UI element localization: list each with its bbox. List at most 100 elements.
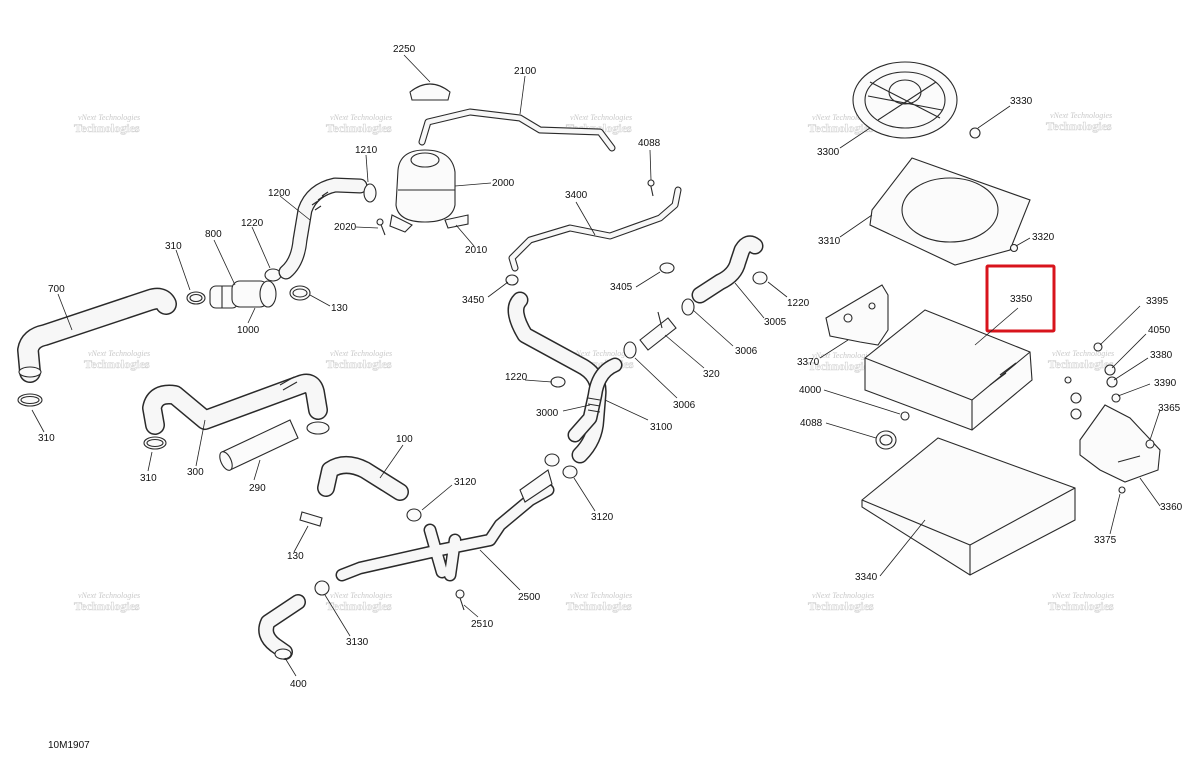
clamp-310-top[interactable] (186, 291, 206, 305)
label-3100[interactable]: 3100 (650, 422, 673, 433)
clamp-1220-center[interactable] (550, 376, 566, 388)
clamp-3006-bottom[interactable] (623, 341, 637, 359)
label-320[interactable]: 320 (703, 369, 720, 380)
label-3350[interactable]: 3350 (1010, 294, 1033, 305)
label-3450[interactable]: 3450 (462, 295, 485, 306)
label-3000[interactable]: 3000 (536, 408, 559, 419)
label-100[interactable]: 100 (396, 434, 413, 445)
watermark-line1: vNext Technologies (812, 591, 874, 600)
label-3360[interactable]: 3360 (1160, 502, 1183, 513)
clip-2010[interactable] (444, 214, 469, 229)
radiator-3350[interactable] (864, 309, 1033, 431)
hardware-3395-4050[interactable] (1064, 342, 1121, 420)
cap-2250[interactable] (409, 83, 451, 101)
label-310-left[interactable]: 310 (38, 433, 55, 444)
label-3375[interactable]: 3375 (1094, 535, 1117, 546)
label-2510[interactable]: 2510 (471, 619, 494, 630)
label-2010[interactable]: 2010 (465, 245, 488, 256)
label-3006-top[interactable]: 3006 (735, 346, 758, 357)
bracket-3370[interactable] (825, 284, 889, 346)
label-4000[interactable]: 4000 (799, 385, 822, 396)
label-400[interactable]: 400 (290, 679, 307, 690)
clamp-3130[interactable] (314, 580, 330, 596)
label-4088-right[interactable]: 4088 (800, 418, 823, 429)
label-700[interactable]: 700 (48, 284, 65, 295)
thermostat-housing-1000[interactable] (209, 280, 277, 309)
hose-3005[interactable] (691, 235, 764, 304)
deflector-3340[interactable] (861, 437, 1076, 576)
bracket-3360[interactable] (1079, 404, 1161, 494)
nut-3330[interactable] (969, 127, 981, 139)
clamp-1210[interactable] (363, 183, 377, 203)
bolt-4000[interactable] (900, 411, 910, 421)
label-1220-right[interactable]: 1220 (787, 298, 810, 309)
label-2000[interactable]: 2000 (492, 178, 515, 189)
bolt-3320[interactable] (1009, 243, 1019, 253)
label-1200-left[interactable]: 1200 (268, 188, 291, 199)
label-3120-left[interactable]: 3120 (454, 477, 477, 488)
label-3006-bottom[interactable]: 3006 (673, 400, 696, 411)
fitting-4088-top[interactable] (647, 179, 655, 197)
grommet-4088[interactable] (875, 430, 897, 450)
clamp-310-right[interactable] (306, 421, 330, 435)
label-3120-right[interactable]: 3120 (591, 512, 614, 523)
clamp-3120-right[interactable] (544, 453, 578, 479)
label-3390[interactable]: 3390 (1154, 378, 1177, 389)
clamp-1220-right[interactable] (752, 271, 768, 285)
label-2100[interactable]: 2100 (514, 66, 537, 77)
label-800[interactable]: 800 (205, 229, 222, 240)
label-3130[interactable]: 3130 (346, 637, 369, 648)
tube-2100[interactable] (418, 108, 616, 152)
clamp-130-bottom[interactable] (299, 511, 323, 527)
label-3400[interactable]: 3400 (565, 190, 588, 201)
clamp-3450[interactable] (505, 274, 519, 286)
label-1000[interactable]: 1000 (237, 325, 260, 336)
label-130-left[interactable]: 130 (331, 303, 348, 314)
label-4088-top[interactable]: 4088 (638, 138, 661, 149)
hose-1200[interactable] (278, 177, 368, 280)
clamp-3405[interactable] (659, 262, 675, 274)
label-1220-center[interactable]: 1220 (505, 372, 528, 383)
hose-300[interactable] (142, 373, 328, 435)
label-300[interactable]: 300 (187, 467, 204, 478)
sleeve-290[interactable] (217, 419, 299, 472)
pipe-2500[interactable] (335, 469, 555, 582)
clamp-3006-top[interactable] (681, 298, 695, 316)
label-3380[interactable]: 3380 (1150, 350, 1173, 361)
label-2500[interactable]: 2500 (518, 592, 541, 603)
label-2020[interactable]: 2020 (334, 222, 357, 233)
label-1220-left[interactable]: 1220 (241, 218, 264, 229)
label-2250[interactable]: 2250 (393, 44, 416, 55)
label-290[interactable]: 290 (249, 483, 266, 494)
label-3320[interactable]: 3320 (1032, 232, 1055, 243)
hose-700[interactable] (17, 287, 177, 383)
label-3005[interactable]: 3005 (764, 317, 787, 328)
label-3340[interactable]: 3340 (855, 572, 878, 583)
label-3370[interactable]: 3370 (797, 357, 820, 368)
screw-2020[interactable] (376, 218, 386, 236)
clamp-310-mid[interactable] (143, 436, 167, 450)
hose-400[interactable] (258, 594, 306, 660)
fitting-320[interactable] (639, 311, 677, 351)
tube-3400[interactable] (508, 186, 682, 272)
clamp-130-left[interactable] (289, 285, 311, 301)
label-3365[interactable]: 3365 (1158, 403, 1181, 414)
label-3330[interactable]: 3330 (1010, 96, 1033, 107)
label-1210[interactable]: 1210 (355, 145, 378, 156)
label-130-bottom[interactable]: 130 (287, 551, 304, 562)
screw-2510[interactable] (455, 589, 465, 611)
hose-100[interactable] (317, 456, 409, 501)
clamp-3120-left[interactable] (406, 508, 422, 522)
label-310-top[interactable]: 310 (165, 241, 182, 252)
label-4050[interactable]: 4050 (1148, 325, 1171, 336)
shroud-3310[interactable] (869, 157, 1031, 266)
label-3310[interactable]: 3310 (818, 236, 841, 247)
fan-3300[interactable] (852, 61, 958, 139)
label-3405[interactable]: 3405 (610, 282, 633, 293)
label-3300[interactable]: 3300 (817, 147, 840, 158)
hose-3000[interactable] (567, 357, 623, 443)
label-3395[interactable]: 3395 (1146, 296, 1169, 307)
clamp-310-left[interactable] (17, 393, 43, 407)
label-310-mid[interactable]: 310 (140, 473, 157, 484)
reservoir-2000[interactable] (389, 149, 456, 233)
